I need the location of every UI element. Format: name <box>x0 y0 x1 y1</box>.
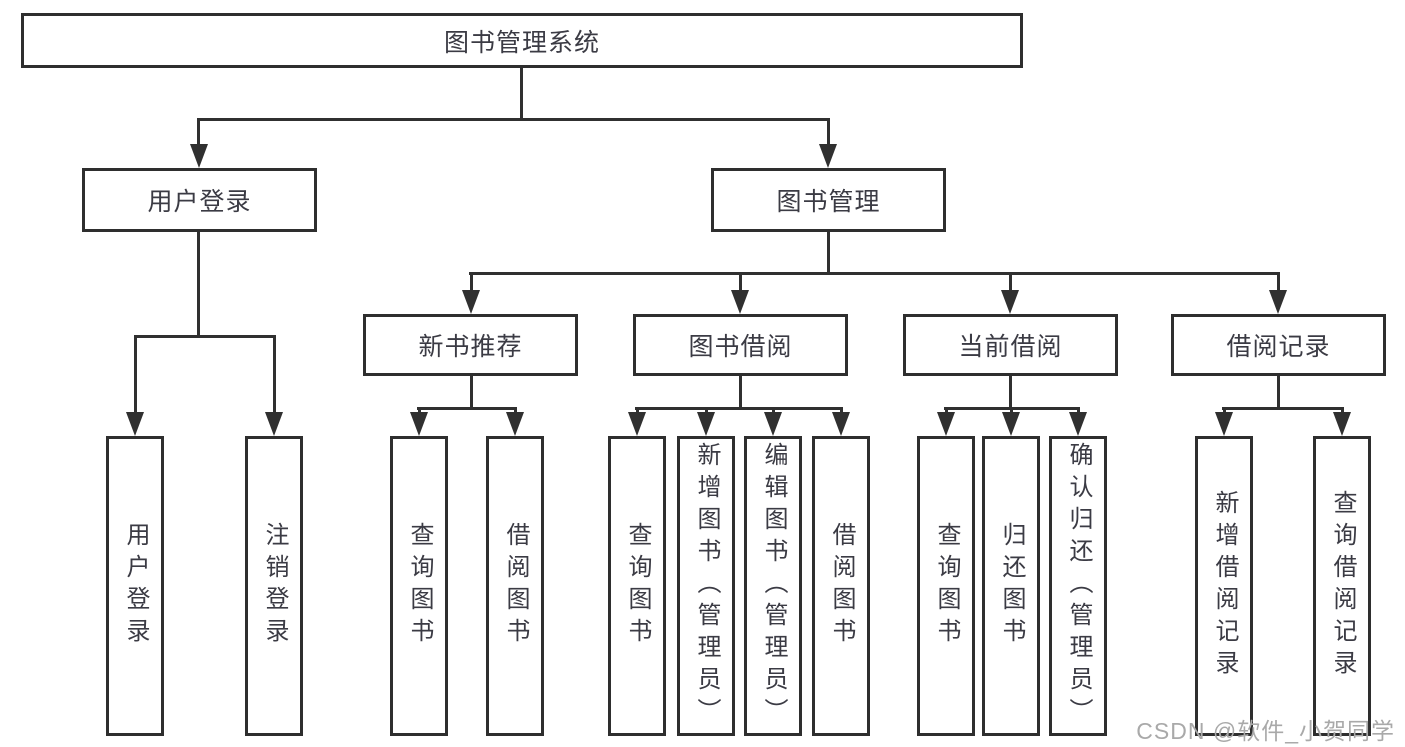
connector-line <box>520 68 523 120</box>
connector-arrowhead <box>832 412 850 436</box>
connector-arrowhead <box>819 144 837 168</box>
connector-arrowhead <box>506 412 524 436</box>
connector-line <box>739 272 742 292</box>
leaf-current-return-books: 归还图书 <box>982 436 1040 736</box>
connector-line <box>134 335 137 415</box>
connector-arrowhead <box>410 412 428 436</box>
connector-arrowhead <box>937 412 955 436</box>
connector-arrowhead <box>1001 290 1019 314</box>
connector-arrowhead <box>126 412 144 436</box>
leaf-label: 借阅图书 <box>828 522 855 650</box>
leaf-label: 确认归还（管理员） <box>1065 442 1092 730</box>
connector-line <box>1223 407 1226 415</box>
connector-arrowhead <box>1269 290 1287 314</box>
connector-line <box>1222 407 1344 410</box>
connector-arrowhead <box>628 412 646 436</box>
connector-line <box>1277 272 1280 292</box>
connector-line <box>636 407 639 415</box>
connector-arrowhead <box>190 144 208 168</box>
connector-line <box>470 374 473 409</box>
connector-arrowhead <box>462 290 480 314</box>
connector-line <box>1009 374 1012 409</box>
node-book-management: 图书管理 <box>711 168 946 232</box>
leaf-label: 归还图书 <box>998 522 1025 650</box>
connector-line <box>772 407 775 415</box>
leaf-borrowing-add-books-admin: 新增图书（管理员） <box>677 436 735 736</box>
connector-line <box>827 232 830 274</box>
leaf-borrowing-edit-books-admin: 编辑图书（管理员） <box>744 436 802 736</box>
leaf-label: 借阅图书 <box>502 522 529 650</box>
connector-arrowhead <box>1215 412 1233 436</box>
node-root-library-system: 图书管理系统 <box>21 13 1023 68</box>
connector-line <box>1010 407 1013 415</box>
connector-arrowhead <box>1333 412 1351 436</box>
leaf-logout: 注销登录 <box>245 436 303 736</box>
leaf-label: 新增图书（管理员） <box>693 442 720 730</box>
connector-line <box>840 407 843 415</box>
connector-line <box>635 407 843 410</box>
node-borrowing-records: 借阅记录 <box>1171 314 1386 376</box>
connector-arrowhead <box>1002 412 1020 436</box>
connector-line <box>705 407 708 415</box>
leaf-label: 查询图书 <box>933 522 960 650</box>
node-new-book-recommend: 新书推荐 <box>363 314 578 376</box>
leaf-user-login: 用户登录 <box>106 436 164 736</box>
connector-line <box>739 374 742 409</box>
node-current-borrowing: 当前借阅 <box>903 314 1118 376</box>
connector-line <box>197 118 200 148</box>
connector-line <box>417 407 517 410</box>
connector-line <box>273 335 276 415</box>
connector-line <box>827 118 830 148</box>
connector-line <box>197 232 200 336</box>
leaf-label: 注销登录 <box>261 522 288 650</box>
leaf-newbooks-borrow-books: 借阅图书 <box>486 436 544 736</box>
connector-line <box>469 272 1280 275</box>
connector-arrowhead <box>764 412 782 436</box>
connector-arrowhead <box>697 412 715 436</box>
connector-line <box>470 272 473 292</box>
node-book-borrowing: 图书借阅 <box>633 314 848 376</box>
leaf-borrowing-borrow-books: 借阅图书 <box>812 436 870 736</box>
connector-arrowhead <box>731 290 749 314</box>
connector-line <box>1009 272 1012 292</box>
connector-arrowhead <box>1069 412 1087 436</box>
leaf-label: 新增借阅记录 <box>1211 490 1238 682</box>
connector-line <box>418 407 421 415</box>
connector-line <box>1277 374 1280 409</box>
connector-arrowhead <box>265 412 283 436</box>
leaf-borrowing-query-books: 查询图书 <box>608 436 666 736</box>
leaf-newbooks-query-books: 查询图书 <box>390 436 448 736</box>
connector-line <box>134 335 276 338</box>
leaf-label: 用户登录 <box>122 522 149 650</box>
connector-line <box>198 118 830 121</box>
node-user-login: 用户登录 <box>82 168 317 232</box>
leaf-label: 查询借阅记录 <box>1329 490 1356 682</box>
connector-line <box>1341 407 1344 415</box>
connector-line <box>514 407 517 415</box>
leaf-label: 查询图书 <box>406 522 433 650</box>
leaf-label: 编辑图书（管理员） <box>760 442 787 730</box>
csdn-watermark: CSDN @软件_小贺同学 <box>1136 718 1395 744</box>
connector-line <box>1077 407 1080 415</box>
leaf-current-confirm-return-admin: 确认归还（管理员） <box>1049 436 1107 736</box>
connector-line <box>945 407 948 415</box>
leaf-records-query-record: 查询借阅记录 <box>1313 436 1371 736</box>
leaf-label: 查询图书 <box>624 522 651 650</box>
leaf-current-query-books: 查询图书 <box>917 436 975 736</box>
leaf-records-add-record: 新增借阅记录 <box>1195 436 1253 736</box>
